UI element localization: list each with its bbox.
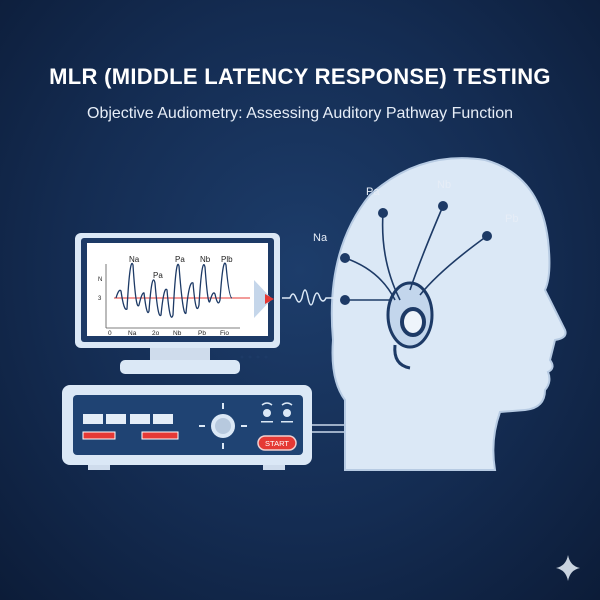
indicator-light [263,409,271,417]
peak-label: Nb [200,255,211,264]
x-tick: Pb [198,330,206,337]
play-marker-icon [265,294,274,304]
waveform-plot: Na Pa Pa Nb Plb N 3 0 Na 2o Nb Pb Fio [98,255,250,337]
electrode-wires [344,205,488,301]
head-silhouette [330,157,567,471]
peak-label: Pa [153,271,163,280]
x-tick: Nb [173,330,182,337]
peak-label: Na [129,255,140,264]
start-button[interactable]: START [257,435,297,451]
x-tick: 0 [108,330,112,337]
display-slot[interactable] [130,414,150,424]
level-slider[interactable] [141,431,179,440]
control-knob[interactable] [199,403,247,449]
electrodes [340,201,492,305]
x-tick: Na [128,330,137,337]
audiometer-device: START [62,385,312,470]
display-slot[interactable] [83,414,103,424]
monitor-screen [87,243,268,336]
electrode-label-nb: Nb [437,179,451,191]
page-title: MLR (MIDDLE LATENCY RESPONSE) TESTING [49,64,551,89]
electrode-na [340,253,350,263]
start-button-label: START [265,439,289,448]
page-subtitle: Objective Audiometry: Assessing Auditory… [87,105,513,122]
ear-headphone [386,281,434,370]
indicator-lights [261,402,293,423]
y-tick: N [98,277,102,283]
display-slot[interactable] [106,414,126,424]
electrode-ref [340,295,350,305]
display-slot[interactable] [153,414,173,424]
level-slider[interactable] [82,431,116,440]
peak-label: Pa [175,255,185,264]
electrode-pa [378,208,388,218]
electrode-label-na: Na [313,232,328,244]
peak-label: Plb [221,255,233,264]
mlr-waveform [115,262,233,318]
indicator-light [283,409,291,417]
electrode-label-pa: Pa [366,186,380,198]
electrode-label-pb: Pb [505,213,518,225]
electrode-pb [482,231,492,241]
y-tick: 3 [98,296,102,302]
monitor [75,233,280,374]
sparkle-icon [556,555,580,581]
x-tick: 2o [152,330,160,337]
signal-wave [282,289,340,306]
x-tick: Fio [220,330,229,337]
electrode-nb [438,201,448,211]
